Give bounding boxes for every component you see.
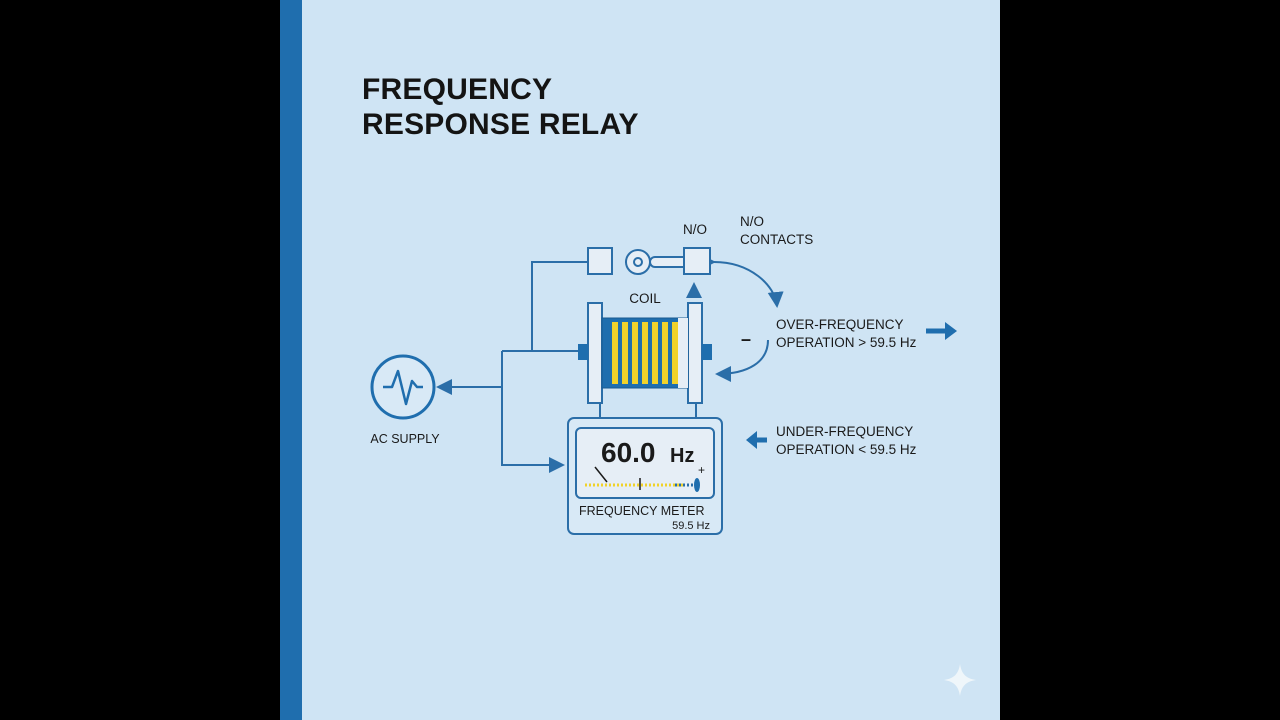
relay-diagram: N/O N/O CONTACTS COIL AC SUPPLY – OVER-F… — [370, 214, 957, 535]
page-title: FREQUENCY RESPONSE RELAY — [362, 72, 639, 142]
meter-reading: 60.0 — [601, 437, 656, 468]
meter-plus-sign: + — [698, 463, 705, 477]
meter-needle — [594, 466, 608, 483]
meter-display — [575, 427, 715, 499]
sparkle-icon — [944, 664, 976, 696]
sine-wave-icon — [370, 354, 436, 420]
arrow-under-in-head — [746, 431, 757, 449]
over-frequency-label-line-2: OPERATION > 59.5 Hz — [776, 335, 917, 350]
coil-terminal-left — [578, 344, 588, 360]
coil-post-left — [587, 302, 603, 404]
no-contacts-label-line-2: CONTACTS — [740, 232, 813, 247]
side-stripe — [280, 0, 302, 720]
meter-setpoint-label: 59.5 Hz — [672, 520, 710, 532]
armature-pivot-hub — [633, 257, 643, 267]
meter-reading-unit: Hz — [670, 445, 694, 467]
arrow-over-to-coil — [715, 339, 769, 382]
title-line-2: RESPONSE RELAY — [362, 108, 639, 141]
no-contacts-label-line-1: N/O — [740, 214, 764, 229]
under-frequency-label-line-1: UNDER-FREQUENCY — [776, 424, 913, 439]
coil-terminal-right — [702, 344, 712, 360]
arrow-contact-to-over — [699, 253, 784, 308]
title-line-1: FREQUENCY — [362, 73, 553, 106]
meter-scale-end — [694, 478, 700, 492]
over-frequency-label-line-1: OVER-FREQUENCY — [776, 317, 904, 332]
no-contact — [683, 247, 711, 275]
coil-core-end — [678, 318, 688, 388]
diagram-panel: FREQUENCY RESPONSE RELAY — [280, 0, 1000, 720]
under-frequency-label-line-2: OPERATION < 59.5 Hz — [776, 442, 917, 457]
minus-sign: – — [741, 329, 751, 349]
meter-name-label: FREQUENCY METER — [579, 504, 704, 518]
ac-supply-label: AC SUPPLY — [370, 432, 440, 446]
coil-post-right — [687, 302, 703, 404]
coil-label: COIL — [629, 291, 661, 306]
wire-to-meter — [501, 351, 565, 473]
coil-windings — [612, 322, 678, 384]
arrow-over-out-head — [945, 322, 957, 340]
wire-to-contact-left — [531, 261, 588, 351]
no-contact-label: N/O — [683, 222, 707, 237]
armature-pivot — [625, 249, 651, 275]
contact-left — [587, 247, 613, 275]
frequency-meter — [567, 417, 723, 535]
